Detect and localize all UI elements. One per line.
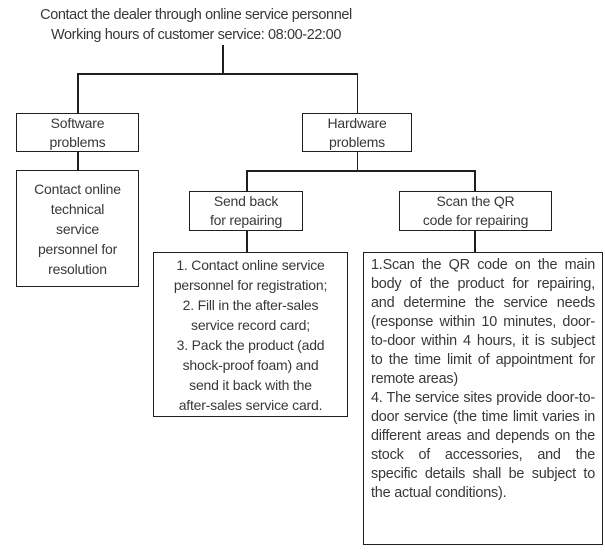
connector-software-drop xyxy=(77,73,79,113)
node-send-back-steps-label: 1. Contact online service personnel for … xyxy=(173,256,328,413)
connector-software-resolution xyxy=(77,152,79,170)
node-scan-qr-for-repairing: Scan the QR code for repairing xyxy=(399,191,552,231)
connector-sendback-drop xyxy=(246,170,248,191)
node-hardware-problems-label: Hardware problems xyxy=(327,114,387,150)
node-scan-qr-steps: 1.Scan the QR code on the main body of t… xyxy=(363,252,603,545)
node-software-problems: Software problems xyxy=(16,113,139,152)
node-send-back-label: Send back for repairing xyxy=(209,193,283,228)
connector-scanqr-to-steps xyxy=(474,231,476,252)
header-line-working-hours: Working hours of customer service: 08:00… xyxy=(50,27,341,43)
flowchart-header: Contact the dealer through online servic… xyxy=(0,5,392,45)
connector-root-branch-bar xyxy=(77,73,358,75)
connector-root-drop xyxy=(222,45,224,74)
connector-scanqr-drop xyxy=(474,170,476,191)
connector-hardware-branch-bar xyxy=(246,170,476,172)
connector-hardware-drop xyxy=(356,73,358,113)
node-scan-qr-label: Scan the QR code for repairing xyxy=(422,193,529,228)
connector-hardware-down xyxy=(356,152,358,171)
header-line-dealer-contact: Contact the dealer through online servic… xyxy=(40,7,352,23)
node-scan-qr-steps-label: 1.Scan the QR code on the main body of t… xyxy=(371,257,595,501)
connector-sendback-to-steps xyxy=(246,231,248,252)
node-software-resolution: Contact online technical service personn… xyxy=(16,170,139,287)
node-hardware-problems: Hardware problems xyxy=(302,113,412,152)
node-send-back-for-repairing: Send back for repairing xyxy=(189,191,303,231)
node-software-resolution-label: Contact online technical service personn… xyxy=(34,180,121,277)
node-send-back-steps: 1. Contact online service personnel for … xyxy=(153,252,348,417)
node-software-problems-label: Software problems xyxy=(49,114,106,150)
